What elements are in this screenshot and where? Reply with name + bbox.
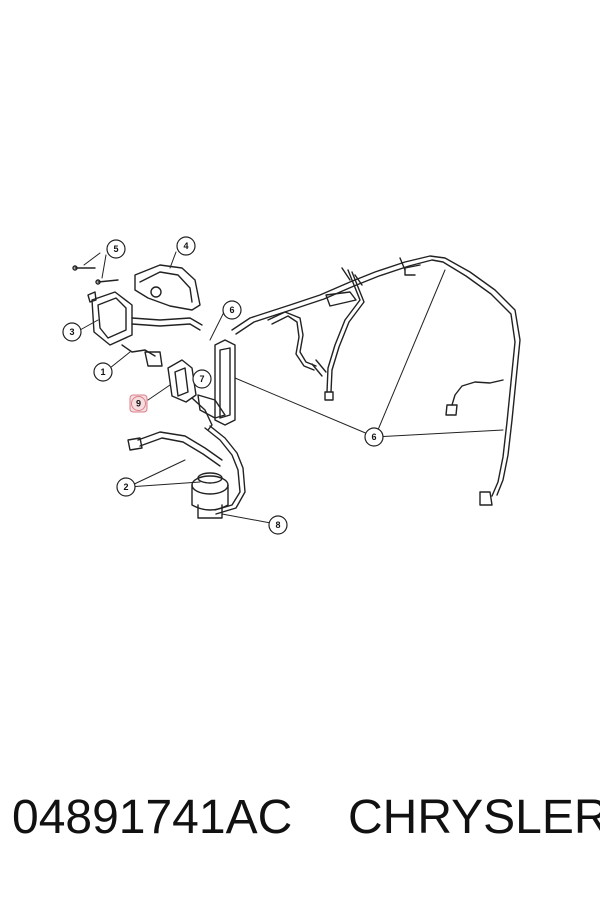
tube-lines [127,425,246,515]
callout-1[interactable]: 1 [93,362,113,382]
wire-harness-main [231,255,521,506]
svg-text:7: 7 [199,374,204,384]
callout-9-highlighted[interactable]: 9 [129,394,148,413]
callout-5[interactable]: 5 [106,239,126,259]
bracket-rail [197,339,236,426]
brand-name: CHRYSLER [348,791,600,844]
callouts: 1 2 3 4 5 6 6 7 [62,236,384,535]
svg-text:9: 9 [136,399,141,409]
svg-text:4: 4 [183,241,188,251]
callout-6-upper[interactable]: 6 [222,300,242,320]
svg-text:2: 2 [123,482,128,492]
parts-diagram: 1 2 3 4 5 6 6 7 [62,236,521,535]
callout-3[interactable]: 3 [62,322,82,342]
callout-4[interactable]: 4 [176,236,196,256]
callout-6-lower[interactable]: 6 [364,427,384,447]
heat-shield [134,264,201,311]
footer: 04891741AC CHRYSLER [0,790,600,870]
callout-8[interactable]: 8 [268,515,288,535]
callout-7[interactable]: 7 [192,369,212,389]
callout-2[interactable]: 2 [116,477,136,497]
leader-lines [79,251,504,525]
svg-text:3: 3 [69,327,74,337]
svg-text:6: 6 [371,432,376,442]
part-number: 04891741AC [12,791,293,844]
svg-text:6: 6 [229,305,234,315]
fasteners [72,265,119,285]
svg-text:8: 8 [275,520,280,530]
sensor-bracket [167,359,213,431]
svg-text:5: 5 [113,244,118,254]
canister [191,472,229,519]
svg-text:1: 1 [100,367,105,377]
module-assembly [87,291,203,367]
